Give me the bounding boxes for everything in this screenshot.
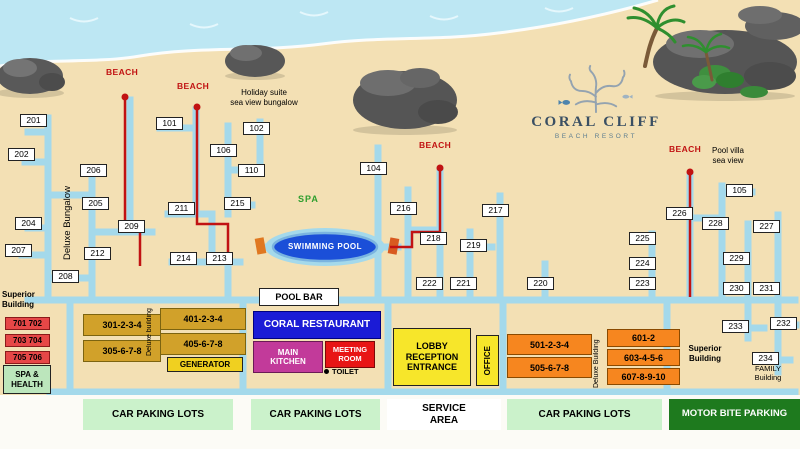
- room-101: 101: [156, 117, 183, 131]
- swimming-pool-shape: [254, 228, 400, 266]
- coral-restaurant: CORAL RESTAURANT: [253, 311, 381, 339]
- pool-villa-label: Pool villa sea view: [711, 146, 744, 165]
- motorbike-parking: MOTOR BITE PARKING: [669, 399, 800, 430]
- room-204: 204: [15, 217, 42, 231]
- unit-301: 301-2-3-4: [83, 314, 161, 336]
- room-209: 209: [118, 220, 145, 234]
- deluxe-building-mid-label: Deluxe building: [146, 308, 153, 356]
- room-224: 224: [629, 257, 656, 271]
- unit-401: 401-2-3-4: [160, 308, 246, 330]
- superior-building-left-label: Superior Building: [2, 290, 35, 309]
- shoreline-foam: [0, 0, 659, 68]
- unit-601: 601-2: [607, 329, 680, 347]
- unit-305: 305-6-7-8: [83, 340, 161, 362]
- parking-lot-1: CAR PAKING LOTS: [83, 399, 233, 430]
- resort-logo: CORAL CLIFF BEACH RESORT: [515, 64, 677, 140]
- room-211: 211: [168, 202, 195, 216]
- service-area: SERVICE AREA: [387, 399, 501, 430]
- swimming-pool-label: SWIMMING POOL: [287, 242, 363, 251]
- superior-building-right-label: Superior Building: [688, 344, 722, 363]
- room-205: 205: [82, 197, 109, 211]
- palm-tree-icon: [681, 32, 731, 82]
- beach-label: BEACH: [106, 67, 139, 77]
- spa-health: SPA & HEALTH: [3, 365, 51, 394]
- deluxe-building-right-label: Deluxe Building: [593, 339, 600, 388]
- room-234: 234: [752, 352, 779, 366]
- logo-title: CORAL CLIFF: [531, 114, 661, 130]
- room-220: 220: [527, 277, 554, 291]
- generator: GENERATOR: [167, 357, 243, 372]
- beach-label: BEACH: [419, 140, 452, 150]
- room-218: 218: [420, 232, 447, 246]
- room-227: 227: [753, 220, 780, 234]
- fish-icon: [558, 94, 633, 105]
- room-229: 229: [723, 252, 750, 266]
- room-219: 219: [460, 239, 487, 253]
- toilet-label: TOILET: [332, 367, 359, 376]
- sea: [0, 0, 658, 66]
- unit-501: 501-2-3-4: [507, 334, 592, 355]
- room-214: 214: [170, 252, 197, 266]
- room-233: 233: [722, 320, 749, 334]
- room-202: 202: [8, 148, 35, 162]
- room-225: 225: [629, 232, 656, 246]
- coral-logo-icon: [558, 64, 633, 114]
- unit-701: 701 702: [5, 317, 50, 330]
- office: OFFICE: [476, 335, 499, 386]
- room-207: 207: [5, 244, 32, 258]
- deluxe-bungalow-label: Deluxe Bungalow: [62, 186, 73, 260]
- unit-607: 607-8-9-10: [607, 368, 680, 385]
- family-building-label: FAMILY Building: [754, 364, 782, 382]
- room-230: 230: [723, 282, 750, 296]
- wave-lines: [69, 7, 574, 29]
- room-217: 217: [482, 204, 509, 218]
- room-110: 110: [238, 164, 265, 178]
- room-206: 206: [80, 164, 107, 178]
- main-kitchen: MAIN KITCHEN: [253, 341, 323, 373]
- spa-label: SPA: [298, 194, 319, 204]
- unit-705: 705 706: [5, 351, 50, 364]
- parking-lot-3: CAR PAKING LOTS: [507, 399, 662, 430]
- beach-label: BEACH: [669, 144, 702, 154]
- palm-tree-icon: [626, 4, 686, 68]
- holiday-suite-label: Holiday suite sea view bungalow: [230, 88, 298, 107]
- room-212: 212: [84, 247, 111, 261]
- room-208: 208: [52, 270, 79, 284]
- office-label: OFFICE: [482, 345, 492, 376]
- room-232: 232: [770, 317, 797, 331]
- room-226: 226: [666, 207, 693, 221]
- beach-marker-icon: [121, 93, 694, 176]
- room-216: 216: [390, 202, 417, 216]
- room-231: 231: [753, 282, 780, 296]
- room-201: 201: [20, 114, 47, 128]
- room-104: 104: [360, 162, 387, 176]
- unit-505: 505-6-7-8: [507, 357, 592, 378]
- room-106: 106: [210, 144, 237, 158]
- parking-lot-2: CAR PAKING LOTS: [251, 399, 380, 430]
- room-222: 222: [416, 277, 443, 291]
- unit-603: 603-4-5-6: [607, 349, 680, 366]
- pool-bar: POOL BAR: [259, 288, 339, 306]
- toilet-dot-icon: [324, 369, 329, 374]
- lobby-reception: LOBBY RECEPTION ENTRANCE: [393, 328, 471, 386]
- unit-703: 703 704: [5, 334, 50, 347]
- room-102: 102: [243, 122, 270, 136]
- unit-405: 405-6-7-8: [160, 333, 246, 355]
- bush-illustration: [692, 65, 768, 98]
- logo-tagline: BEACH RESORT: [554, 133, 638, 140]
- room-221: 221: [450, 277, 477, 291]
- meeting-room: MEETING ROOM: [325, 341, 375, 368]
- room-215: 215: [224, 197, 251, 211]
- room-213: 213: [206, 252, 233, 266]
- beach-label: BEACH: [177, 81, 210, 91]
- room-228: 228: [702, 217, 729, 231]
- room-223: 223: [629, 277, 656, 291]
- room-105: 105: [726, 184, 753, 198]
